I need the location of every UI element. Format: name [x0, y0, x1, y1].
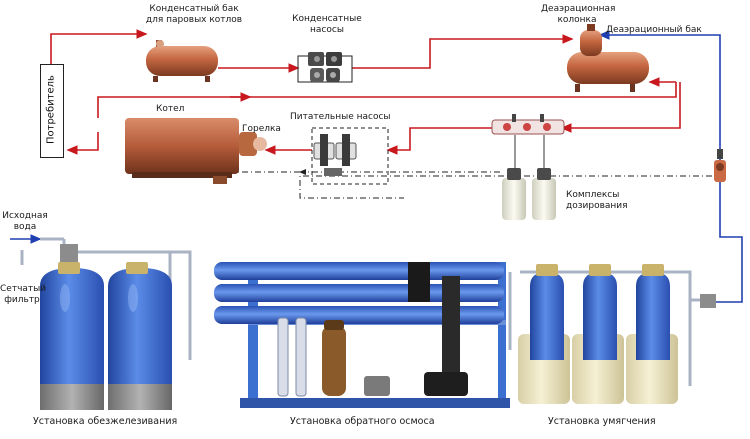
signal-lines [213, 158, 712, 199]
iron-removal-label: Установка обезжелезивания [33, 416, 178, 427]
deaerator [567, 24, 649, 92]
steam-lines [50, 29, 681, 155]
consumer-box [40, 64, 64, 158]
reverse-osmosis-label: Установка обратного осмоса [290, 416, 435, 427]
consumer-label: Потребитель [45, 75, 57, 145]
feed-manifold [491, 114, 565, 135]
line-pumps-to-deaerator [352, 34, 574, 69]
boiler-label: Котел [156, 104, 185, 114]
softening-unit [508, 264, 716, 404]
deaeration-column-label: Деаэрационная колонка [541, 4, 616, 25]
dosing-complexes [502, 135, 556, 220]
condensate-pumps-label: Конденсатные насосы [292, 14, 362, 35]
line-consumer-to-condensate-tank [50, 29, 148, 64]
signal-dosing-return [299, 175, 712, 199]
source-water-label: Исходная вода [2, 211, 48, 232]
iron-removal-unit [20, 237, 192, 410]
line-deaerator-to-manifold [560, 82, 681, 133]
inline-valve [714, 149, 726, 182]
line-boiler-to-consumer [66, 132, 99, 155]
boiler [125, 118, 267, 184]
condensate-pumps [297, 52, 353, 83]
feedpump-dashed-box [311, 127, 389, 185]
condensate-tank-label: Конденсатный бак для паровых котлов [145, 4, 243, 25]
water-lines [10, 30, 743, 303]
mesh-filter-label: Сетчатый фильтр [0, 284, 47, 305]
condensate-tank [146, 40, 218, 82]
deaeration-tank-label: Деаэрационный бак [606, 25, 702, 35]
line-manifold-to-feedpumps [386, 127, 494, 155]
line-softening-to-deaerator [598, 30, 743, 303]
feed-pumps-label: Питательные насосы [290, 112, 391, 122]
line-boiler-to-deaerator [97, 82, 677, 118]
softening-label: Установка умягчения [548, 416, 656, 427]
feed-pumps [313, 134, 357, 176]
burner-label: Горелка [242, 124, 281, 134]
dosing-complexes-label: Комплексы дозирования [566, 190, 628, 211]
reverse-osmosis-unit [214, 262, 510, 408]
